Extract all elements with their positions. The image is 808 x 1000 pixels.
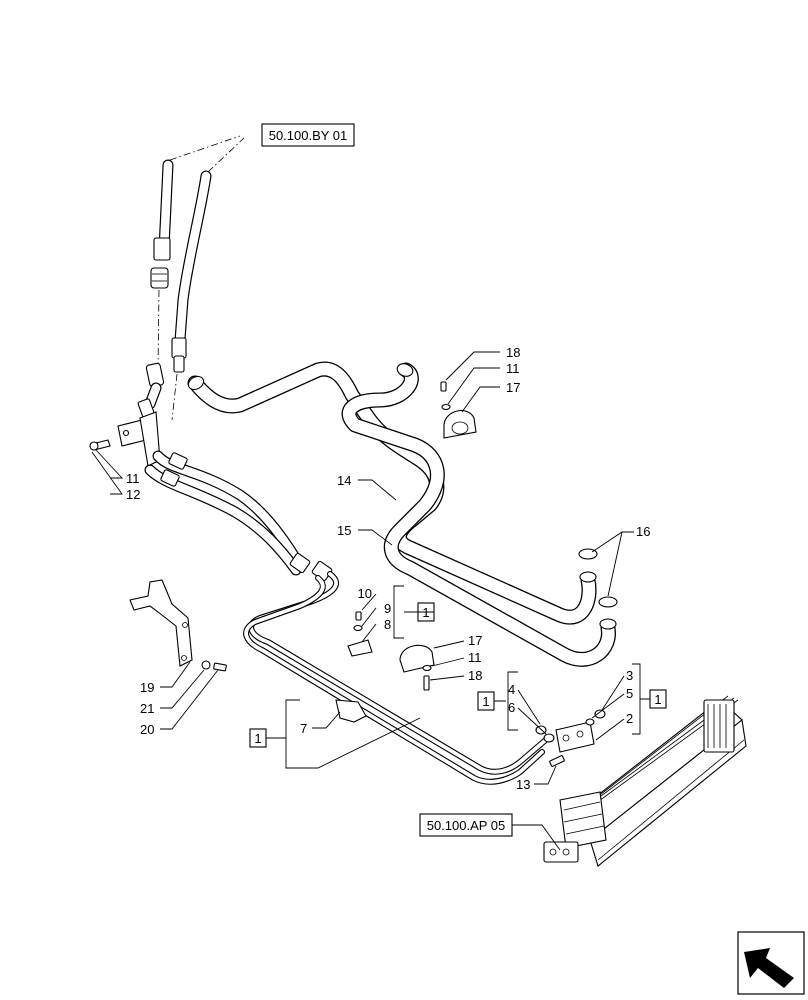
kit-label-1d: 1 [254, 731, 261, 746]
callout-10: 10 [358, 586, 372, 601]
callout-13: 13 [516, 777, 530, 792]
callout-11b: 11 [126, 471, 140, 486]
callout-17b: 17 [468, 633, 482, 648]
long-hoses [144, 450, 333, 582]
callout-20: 20 [140, 722, 154, 737]
reference-box-top[interactable]: 50.100.BY 01 [261, 123, 355, 147]
callout-8: 8 [384, 617, 391, 632]
callout-11a: 11 [506, 361, 520, 376]
next-page-arrow-icon[interactable] [737, 931, 805, 995]
long-tubes [243, 571, 551, 785]
callout-3: 3 [626, 668, 633, 683]
pipe-15 [341, 362, 616, 667]
callout-14: 14 [337, 473, 351, 488]
callout-9: 9 [384, 601, 391, 616]
left-fittings [89, 362, 165, 467]
callout-18b: 18 [468, 668, 482, 683]
pipe-14 [187, 361, 597, 625]
callout-5: 5 [626, 686, 633, 701]
callout-11c: 11 [468, 650, 482, 665]
kit-label-1c: 1 [654, 692, 661, 707]
callout-17a: 17 [506, 380, 520, 395]
pipe-end-caps [187, 363, 617, 630]
callout-4: 4 [508, 682, 515, 697]
kit-box-1c[interactable]: 1 [649, 689, 667, 709]
kit-label-1b: 1 [482, 694, 489, 709]
callout-12: 12 [126, 487, 140, 502]
callout-18a: 18 [506, 345, 520, 360]
reference-label-bottom: 50.100.AP 05 [427, 818, 506, 833]
upper-hoses [150, 135, 245, 421]
oil-cooler [543, 695, 747, 867]
callout-16: 16 [636, 524, 650, 539]
clamps-and-fasteners [335, 381, 618, 767]
callout-7: 7 [300, 721, 307, 736]
callouts: 18 11 17 14 15 16 11 12 10 9 8 17 11 18 … [126, 345, 650, 792]
callout-2: 2 [626, 711, 633, 726]
kit-label-1a: 1 [422, 605, 429, 620]
leader-lines [91, 351, 634, 785]
reference-box-bottom[interactable]: 50.100.AP 05 [419, 813, 513, 837]
callout-6: 6 [508, 700, 515, 715]
callout-19: 19 [140, 680, 154, 695]
kit-box-1d[interactable]: 1 [249, 728, 267, 748]
kit-box-1b[interactable]: 1 [477, 691, 495, 711]
callout-15: 15 [337, 523, 351, 538]
bracket-19 [129, 579, 227, 672]
callout-21: 21 [140, 701, 154, 716]
reference-label-top: 50.100.BY 01 [269, 128, 348, 143]
